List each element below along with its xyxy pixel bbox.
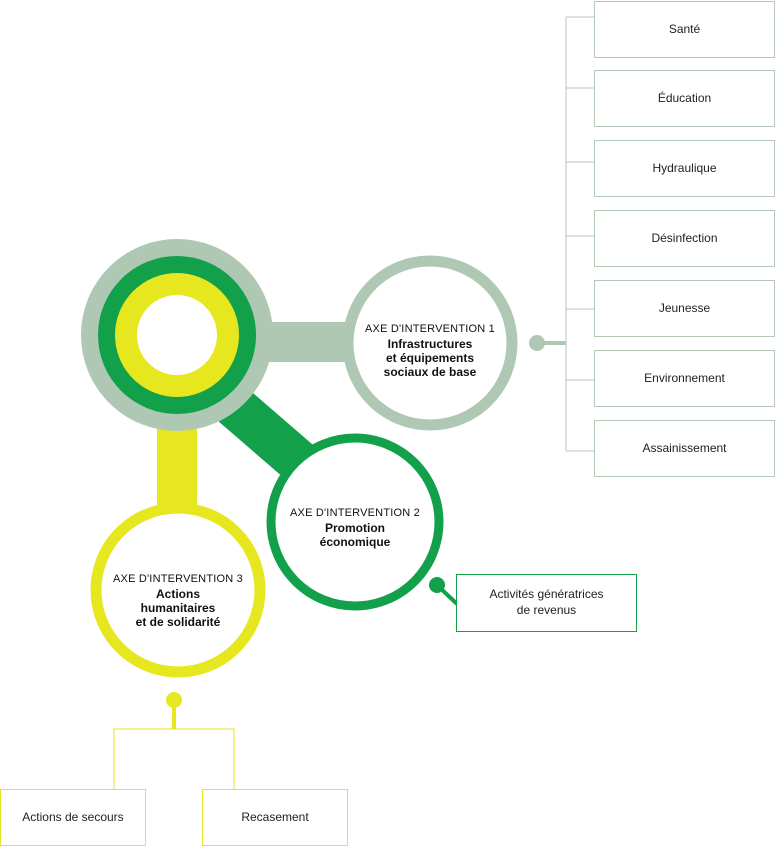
axis3-title: Actions humanitaires et de solidarité (135, 587, 221, 629)
axis1-text: AXE D'INTERVENTION 1 Infrastructures et … (350, 323, 510, 379)
axis1-item-education: Éducation (594, 70, 775, 127)
axis1-item-label: Environnement (644, 370, 725, 385)
axis2-label: AXE D'INTERVENTION 2 (290, 507, 420, 519)
axis2-circle (266, 433, 444, 611)
axis2-text: AXE D'INTERVENTION 2 Promotion économiqu… (275, 507, 435, 550)
axis1-dot (529, 335, 545, 351)
axis1-item-label: Désinfection (651, 230, 718, 245)
axis2-item-label: Activités génératrices de revenus (489, 587, 604, 617)
hub-middle-ring (98, 256, 256, 414)
axis1-item-label: Éducation (657, 90, 712, 105)
axis3-item-label: Actions de secours (22, 809, 124, 824)
axis1-label: AXE D'INTERVENTION 1 (365, 323, 495, 335)
axis1-item-sante: Santé (594, 1, 775, 58)
axis3-item-recasement: Recasement (202, 789, 348, 846)
axis3-label: AXE D'INTERVENTION 3 (113, 573, 243, 585)
axis1-circle (342, 255, 518, 431)
hub-inner-ring (115, 273, 239, 397)
axis1-item-assainissement: Assainissement (594, 420, 775, 477)
axis1-item-environnement: Environnement (594, 350, 775, 407)
axis1-title: Infrastructures et équipements sociaux d… (383, 337, 477, 379)
axis1-item-hydraulique: Hydraulique (594, 140, 775, 197)
axis3-item-secours: Actions de secours (0, 789, 146, 846)
axis3-dot (166, 692, 182, 708)
axis2-item-activites: Activités génératrices de revenus (456, 574, 637, 632)
axis1-item-label: Santé (668, 21, 701, 36)
axis2-title: Promotion économique (319, 521, 391, 549)
axis1-item-label: Jeunesse (658, 300, 711, 315)
axis3-text: AXE D'INTERVENTION 3 Actions humanitaire… (98, 573, 258, 629)
axis3-item-label: Recasement (241, 809, 309, 824)
axis3-bracket (113, 728, 235, 789)
axis1-bracket-ticks (566, 16, 594, 452)
hub-outer-ring (81, 239, 273, 431)
axis3-circle (90, 502, 266, 678)
axis1-item-desinfection: Désinfection (594, 210, 775, 267)
axis1-item-label: Assainissement (642, 440, 727, 455)
axis1-item-jeunesse: Jeunesse (594, 280, 775, 337)
axis1-item-label: Hydraulique (652, 160, 717, 175)
axis2-dot (429, 577, 445, 593)
